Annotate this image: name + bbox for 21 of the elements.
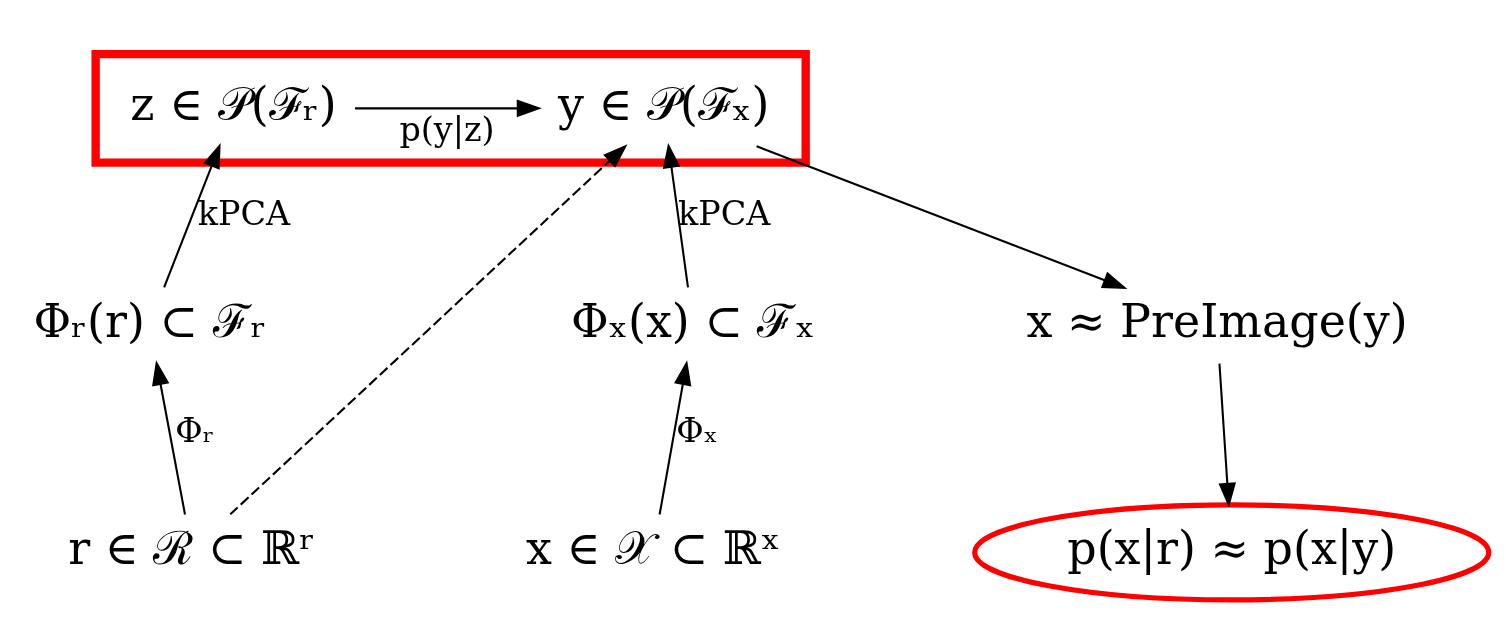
edge-label: p(y|z) — [399, 110, 495, 150]
node-text: Φₓ(x) ⊂ ℱₓ — [570, 294, 815, 349]
node-text: x ≈ PreImage(y) — [1026, 294, 1408, 349]
arrow — [229, 144, 628, 516]
arrow — [1218, 363, 1237, 508]
node-text: x ∈ 𝒳 ⊂ ℝˣ — [526, 521, 781, 576]
node-text: r ∈ ℛ ⊂ ℝʳ — [68, 521, 316, 576]
arrow — [658, 360, 692, 515]
node-text: y ∈ 𝒫(ℱₓ) — [557, 77, 770, 132]
arrow — [355, 99, 542, 118]
node-text: Φᵣ(r) ⊂ ℱᵣ — [33, 294, 267, 349]
edge-label: kPCA — [197, 193, 291, 233]
node-text: z ∈ 𝒫(ℱᵣ) — [130, 77, 337, 132]
edge-label: Φᵣ — [175, 411, 215, 451]
node-ellipse: p(x|r) ≈ p(x|y) — [972, 502, 1492, 603]
edge-label: Φₓ — [676, 411, 718, 451]
arrow — [163, 143, 221, 288]
arrow — [756, 145, 1128, 289]
edge-label: kPCA — [678, 193, 771, 233]
arrow — [152, 360, 187, 515]
arrow — [662, 142, 689, 288]
